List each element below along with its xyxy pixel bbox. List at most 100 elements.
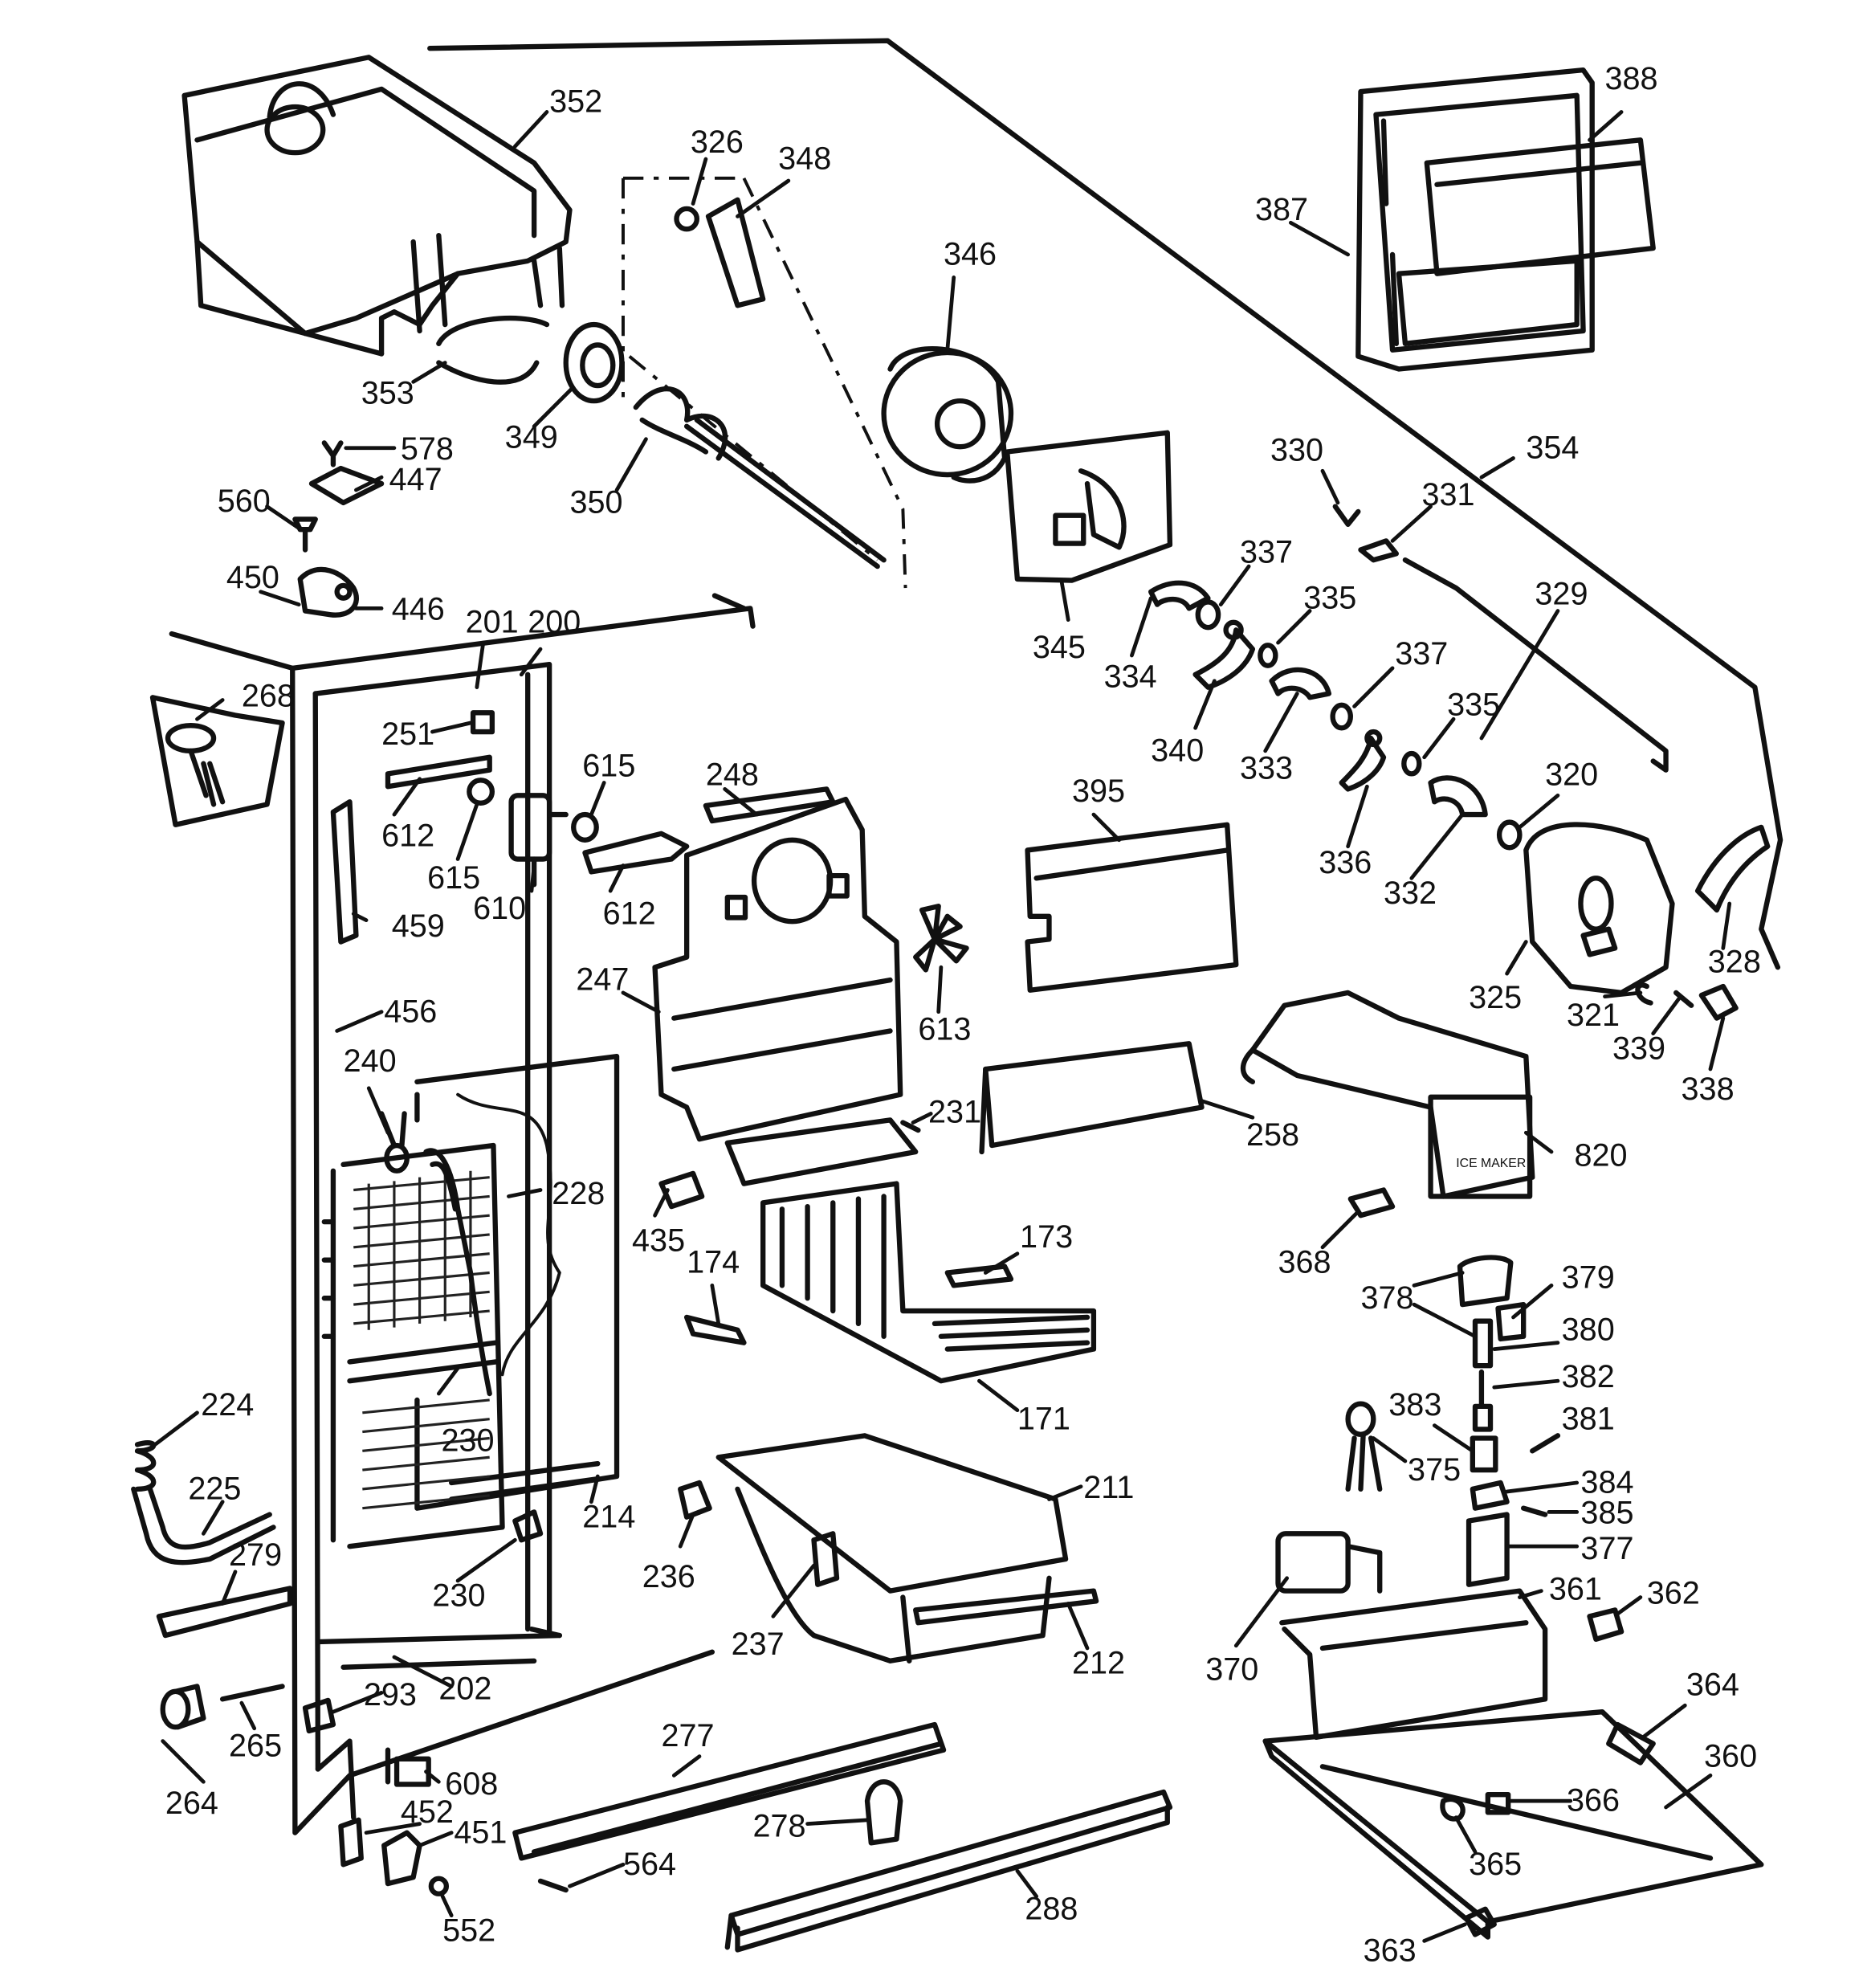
- pin-339: [1673, 990, 1694, 1008]
- plunger-380: [1472, 1318, 1494, 1369]
- bracket-447: [308, 465, 385, 506]
- label-212: 212: [1072, 1646, 1125, 1681]
- icemaker-badge: ICE MAKER: [1456, 1157, 1526, 1170]
- label-610: 610: [473, 891, 526, 926]
- label-225: 225: [188, 1472, 241, 1507]
- label-349: 349: [505, 420, 558, 455]
- bracket-338: [1698, 983, 1739, 1021]
- label-395: 395: [1072, 774, 1125, 809]
- label-345: 345: [1033, 630, 1086, 665]
- label-330: 330: [1270, 433, 1323, 468]
- label-560: 560: [218, 484, 271, 519]
- bearing-349: [563, 321, 625, 404]
- rail-174: [683, 1314, 747, 1345]
- label-337a: 337: [1240, 534, 1293, 569]
- washer-326: [674, 206, 699, 232]
- label-334: 334: [1104, 659, 1157, 695]
- label-379: 379: [1562, 1260, 1615, 1296]
- plate-452: [338, 1817, 364, 1868]
- storage-bin-211: [715, 1433, 1069, 1663]
- label-459: 459: [392, 908, 445, 944]
- motor-housing-325: [1523, 822, 1675, 996]
- label-447: 447: [389, 462, 442, 497]
- label-377: 377: [1580, 1531, 1633, 1566]
- label-339: 339: [1612, 1031, 1665, 1066]
- clip-236: [678, 1480, 712, 1520]
- label-174: 174: [687, 1244, 740, 1280]
- rail-277: [512, 1721, 947, 1861]
- cam-435: [658, 1170, 705, 1210]
- screw-231: [900, 1120, 921, 1133]
- label-332: 332: [1384, 876, 1437, 911]
- label-612a: 612: [381, 818, 434, 854]
- label-380: 380: [1562, 1312, 1615, 1347]
- label-346: 346: [944, 237, 997, 272]
- cap-264: [160, 1684, 206, 1730]
- label-363: 363: [1364, 1933, 1417, 1969]
- heater-wire-230: [423, 1148, 492, 1397]
- lamp-375: [1345, 1401, 1383, 1492]
- plate-348: [705, 197, 766, 308]
- panel-459: [330, 799, 359, 945]
- chute-cover-258: [979, 1041, 1205, 1155]
- label-230b: 230: [432, 1578, 485, 1614]
- label-247: 247: [576, 962, 629, 998]
- hinge-451: [381, 1830, 422, 1887]
- clip-237: [811, 1531, 840, 1587]
- leader-lines: [153, 110, 1732, 1943]
- cam-332: [1428, 775, 1488, 818]
- wire-shelf-171: [760, 1181, 1097, 1384]
- label-231: 231: [928, 1095, 981, 1130]
- clip-331: [1358, 538, 1399, 563]
- label-354: 354: [1526, 430, 1579, 465]
- label-224: 224: [201, 1387, 254, 1423]
- solenoid-378: [1457, 1255, 1514, 1308]
- label-383: 383: [1388, 1387, 1441, 1423]
- label-201: 201: [466, 604, 519, 639]
- label-336: 336: [1319, 845, 1372, 880]
- spring-337b: [1330, 702, 1353, 731]
- label-564: 564: [623, 1847, 676, 1882]
- label-228: 228: [552, 1176, 605, 1211]
- label-365: 365: [1469, 1847, 1522, 1882]
- label-321: 321: [1567, 998, 1620, 1033]
- guide-377: [1466, 1512, 1510, 1587]
- dispenser-door-387: [1355, 67, 1595, 372]
- label-268: 268: [242, 678, 295, 713]
- clip-366: [1485, 1791, 1511, 1815]
- bin-handle-212: [913, 1588, 1099, 1626]
- label-451: 451: [454, 1815, 507, 1850]
- label-326: 326: [691, 125, 744, 160]
- label-320: 320: [1545, 757, 1598, 793]
- tray-361: [1279, 1588, 1548, 1741]
- label-333: 333: [1240, 751, 1293, 786]
- label-361: 361: [1549, 1572, 1602, 1607]
- label-382: 382: [1562, 1359, 1615, 1394]
- label-375: 375: [1408, 1452, 1461, 1488]
- clip-330: [1332, 504, 1361, 527]
- bottom-bracket: [724, 1117, 919, 1186]
- motor-mount-612: [385, 754, 690, 875]
- label-353: 353: [361, 375, 414, 410]
- fan-motor-610: [508, 793, 569, 888]
- motor-370: [1275, 1531, 1383, 1594]
- label-456: 456: [384, 994, 437, 1029]
- washer-335b: [1401, 750, 1422, 777]
- pin-381: [1530, 1433, 1561, 1454]
- label-370: 370: [1205, 1652, 1258, 1688]
- label-335a: 335: [1303, 580, 1356, 615]
- shield-328: [1694, 824, 1771, 913]
- label-264: 264: [165, 1786, 218, 1821]
- label-331: 331: [1421, 477, 1474, 512]
- mounting-plate-345: [1005, 430, 1173, 583]
- spring-337a: [1195, 599, 1221, 631]
- dispenser-flap-388: [1424, 137, 1656, 276]
- baffle-395: [1025, 822, 1239, 993]
- rod-329: [1402, 557, 1669, 773]
- fastener-365: [1440, 1796, 1466, 1822]
- screw-578: [321, 440, 344, 467]
- spring-224: [134, 1440, 157, 1492]
- label-612b: 612: [603, 896, 656, 931]
- label-214: 214: [582, 1499, 635, 1534]
- label-258: 258: [1246, 1117, 1299, 1153]
